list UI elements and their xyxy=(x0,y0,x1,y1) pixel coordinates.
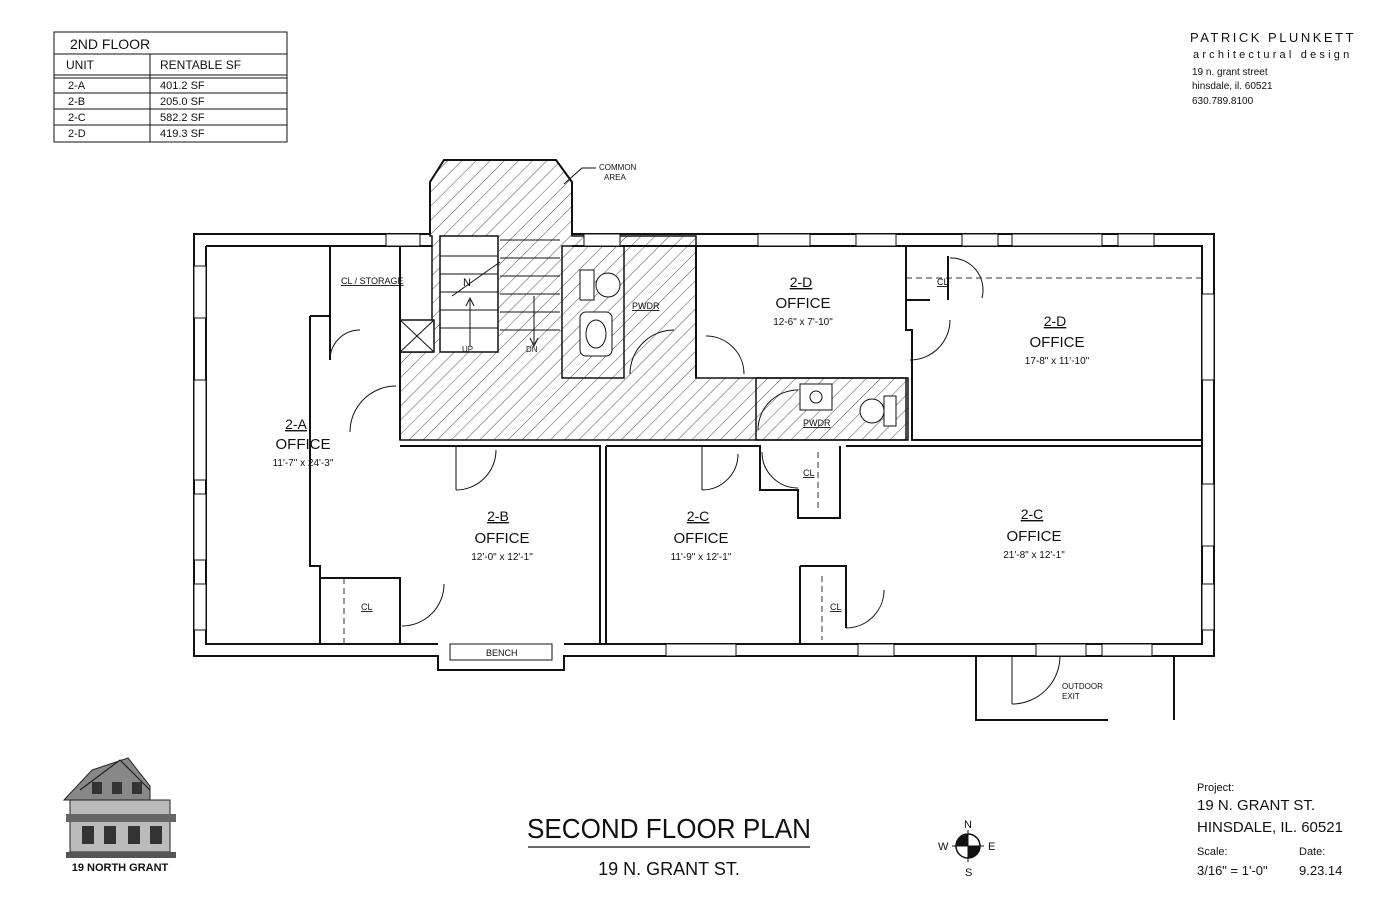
common-area-label: AREA xyxy=(604,173,626,182)
unit-table-header-sf: RENTABLE SF xyxy=(160,58,241,72)
room-2d2-unit: 2-D xyxy=(1044,313,1067,329)
room-2d2-label: OFFICE xyxy=(1030,334,1085,351)
firm-address-line2: hinsdale, il. 60521 xyxy=(1192,81,1273,92)
room-2d1-dims: 12-6" x 7'-10" xyxy=(773,317,833,328)
outdoor-exit-label: EXIT xyxy=(1062,692,1080,701)
date-value: 9.23.14 xyxy=(1299,863,1342,878)
drawing-title: SECOND FLOOR PLAN xyxy=(527,813,811,844)
room-2b-label: OFFICE xyxy=(475,530,530,547)
powder-room-label: PWDR xyxy=(632,301,660,311)
date-label: Date: xyxy=(1299,846,1325,858)
bench-label: BENCH xyxy=(486,648,518,658)
room-2b-unit: 2-B xyxy=(487,508,509,524)
stair-down-label: DN xyxy=(526,345,538,354)
powder-room-upper xyxy=(561,245,675,379)
scale-value: 3/16" = 1'-0" xyxy=(1197,863,1268,878)
room-2b-dims: 12'-0" x 12'-1" xyxy=(471,552,533,563)
powder-room-lower xyxy=(755,377,907,441)
plan xyxy=(193,159,1215,721)
closet-label: CL xyxy=(830,602,842,612)
room-2a-dims: 11'-7" x 24'-3" xyxy=(273,458,334,469)
firm-name: PATRICK PLUNKETT xyxy=(1190,30,1356,45)
project-block: Project: 19 N. GRANT ST. HINSDALE, IL. 6… xyxy=(1197,782,1343,878)
stair-up-label: UP xyxy=(462,345,473,354)
room-2a-label: OFFICE xyxy=(276,436,331,453)
firm-tagline: architectural design xyxy=(1193,49,1352,61)
powder-room-label: PWDR xyxy=(803,418,831,428)
room-2a-unit: 2-A xyxy=(285,416,307,432)
firm-phone: 630.789.8100 xyxy=(1192,96,1254,107)
project-line2: HINSDALE, IL. 60521 xyxy=(1197,819,1343,836)
unit-table-cell: 582.2 SF xyxy=(160,112,205,124)
room-2d1-unit: 2-D xyxy=(790,274,813,290)
unit-table-title: 2ND FLOOR xyxy=(70,36,150,52)
compass-e: E xyxy=(988,841,995,853)
closet-label: CL xyxy=(803,468,815,478)
room-labels: 2-A OFFICE 11'-7" x 24'-3" 2-B OFFICE 12… xyxy=(273,274,1090,563)
unit-table-cell: 419.3 SF xyxy=(160,128,205,140)
cl-storage-label: CL / STORAGE xyxy=(341,276,404,286)
room-2d1-label: OFFICE xyxy=(776,295,831,312)
logo-caption: 19 NORTH GRANT xyxy=(72,862,169,874)
room-2c1-label: OFFICE xyxy=(674,530,729,547)
room-2c1-dims: 11'-9" x 12'-1" xyxy=(671,552,732,563)
unit-table-cell: 401.2 SF xyxy=(160,80,205,92)
closet-label: CL xyxy=(361,602,373,612)
room-2c2-label: OFFICE xyxy=(1007,528,1062,545)
unit-table-cell: 2-A xyxy=(68,80,86,92)
stair-north-mark: N xyxy=(463,277,471,289)
unit-table-cell: 205.0 SF xyxy=(160,96,205,108)
compass-n: N xyxy=(964,819,972,831)
annotations: COMMON AREA CL / STORAGE CL CL CL CL PWD… xyxy=(341,163,1103,701)
exterior-wall xyxy=(193,159,1215,671)
firm-header: PATRICK PLUNKETT architectural design 19… xyxy=(1190,30,1356,107)
compass-s: S xyxy=(965,867,972,879)
room-2c1-unit: 2-C xyxy=(687,508,710,524)
unit-table-cell: 2-D xyxy=(68,128,86,140)
house-sketch-logo xyxy=(62,757,176,858)
unit-table-cell: 2-C xyxy=(68,112,86,124)
room-2d2-dims: 17-8" x 11'-10" xyxy=(1025,356,1090,367)
scale-label: Scale: xyxy=(1197,846,1228,858)
room-2c2-unit: 2-C xyxy=(1021,506,1044,522)
outdoor-exit-label: OUTDOOR xyxy=(1062,682,1103,691)
unit-table: 2ND FLOOR UNIT RENTABLE SF 2-A 401.2 SF … xyxy=(53,31,288,143)
windows xyxy=(193,233,1215,661)
north-arrow-compass: N S E W xyxy=(938,819,995,879)
firm-address-line1: 19 n. grant street xyxy=(1192,67,1268,78)
unit-table-cell: 2-B xyxy=(68,96,85,108)
room-2c2-dims: 21'-8" x 12'-1" xyxy=(1003,550,1065,561)
project-label: Project: xyxy=(1197,782,1234,794)
project-line1: 19 N. GRANT ST. xyxy=(1197,797,1315,814)
closet-label: CL xyxy=(937,277,949,287)
common-area-label: COMMON xyxy=(599,163,637,172)
unit-table-header-unit: UNIT xyxy=(66,58,95,72)
drawing-subtitle: 19 N. GRANT ST. xyxy=(598,859,740,879)
compass-w: W xyxy=(938,841,949,853)
